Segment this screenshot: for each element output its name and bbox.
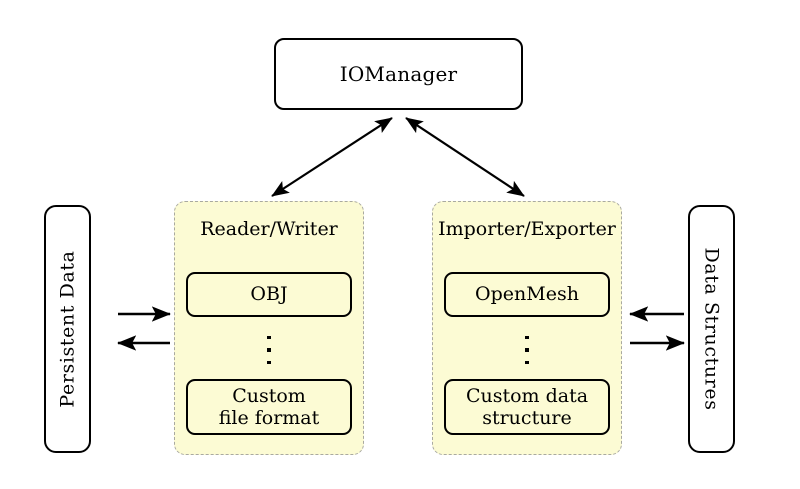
node-persistent-data-label: Persistent Data: [56, 250, 79, 408]
dot-2: [525, 348, 529, 352]
group-reader-writer-title: Reader/Writer: [200, 218, 338, 240]
dot-3: [267, 360, 271, 364]
dot-2: [267, 348, 271, 352]
dot-3: [525, 360, 529, 364]
leaf-custom-file-format-label-line1: Custom: [232, 384, 306, 407]
dot-1: [525, 336, 529, 340]
leaf-openmesh[interactable]: OpenMesh: [444, 272, 610, 317]
leaf-custom-data-structure-label-line1: Custom data: [465, 384, 589, 407]
dot-1: [267, 336, 271, 340]
leaf-custom-data-structure[interactable]: Custom data structure: [444, 379, 610, 435]
vertical-ellipsis-icon: [433, 330, 621, 370]
connector-iomanager-readerwriter: [271, 117, 393, 197]
node-persistent-data[interactable]: Persistent Data: [44, 205, 91, 453]
node-iomanager[interactable]: IOManager: [274, 38, 523, 110]
node-data-structures-label: Data Structures: [700, 247, 723, 411]
group-importer-exporter[interactable]: Importer/Exporter OpenMesh Custom data s…: [432, 201, 622, 455]
leaf-custom-file-format-label-line2: file format: [218, 407, 320, 429]
leaf-obj[interactable]: OBJ: [186, 272, 352, 317]
group-reader-writer[interactable]: Reader/Writer OBJ Custom file format: [174, 201, 364, 455]
node-iomanager-label: IOManager: [339, 62, 458, 86]
group-importer-exporter-title: Importer/Exporter: [438, 218, 616, 240]
leaf-custom-data-structure-label-line2: structure: [482, 407, 572, 429]
vertical-ellipsis-icon: [175, 330, 363, 370]
connector-iomanager-importerexporter: [405, 117, 525, 197]
leaf-obj-label: OBJ: [250, 283, 288, 306]
node-data-structures[interactable]: Data Structures: [688, 205, 735, 453]
leaf-custom-file-format[interactable]: Custom file format: [186, 379, 352, 435]
leaf-openmesh-label: OpenMesh: [475, 283, 579, 306]
